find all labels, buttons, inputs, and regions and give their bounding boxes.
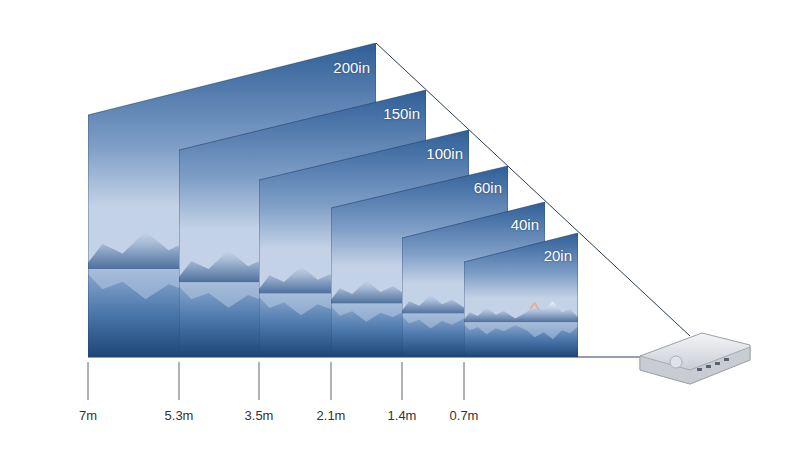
projector-port <box>706 365 711 368</box>
tick-line <box>464 362 465 400</box>
landscape-image <box>464 233 578 357</box>
projector-port <box>724 358 729 361</box>
screen-size-label: 60in <box>474 179 502 196</box>
sky <box>464 233 578 323</box>
screen-size-label: 40in <box>511 216 539 233</box>
screen-size-label: 20in <box>544 247 572 264</box>
screen-size-label: 200in <box>333 59 370 76</box>
projector-port <box>715 362 720 365</box>
screen-size-label: 100in <box>426 145 463 162</box>
distance-ticks <box>88 362 464 400</box>
distance-label: 1.4m <box>386 408 419 423</box>
distance-label: 5.3m <box>163 408 196 423</box>
tick-line <box>402 362 403 400</box>
sunlit-peak <box>530 304 539 310</box>
projector-side <box>640 347 750 384</box>
tick-line <box>179 362 180 400</box>
projector-icon <box>640 333 750 384</box>
tick-line <box>88 362 89 400</box>
projection-screen: 20in <box>464 233 578 357</box>
distance-label: 2.1m <box>315 408 348 423</box>
projector-lens <box>670 356 682 368</box>
distance-label: 3.5m <box>243 408 276 423</box>
screen-border <box>464 233 578 357</box>
projector-body <box>640 333 750 384</box>
mountain-reflection <box>464 322 578 339</box>
lake <box>464 322 578 357</box>
tick-line <box>259 362 260 400</box>
distance-label: 0.7m <box>448 408 481 423</box>
distance-label: 7m <box>77 408 99 423</box>
tick-line <box>331 362 332 400</box>
screen-size-label: 150in <box>383 105 420 122</box>
mountains <box>464 301 578 322</box>
projector-port <box>697 368 702 371</box>
